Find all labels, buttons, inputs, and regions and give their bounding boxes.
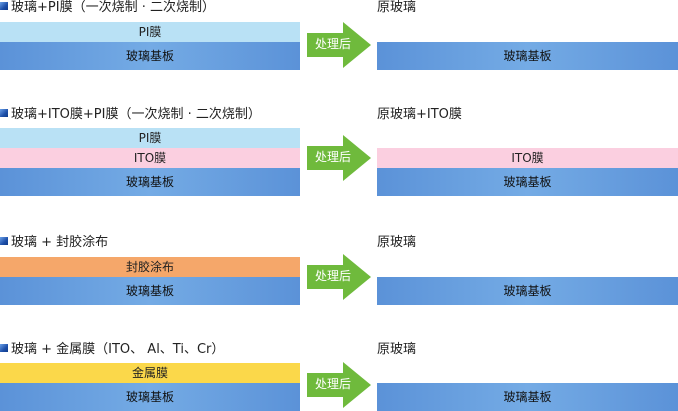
row1-process-arrow-label: 处理后	[314, 37, 351, 51]
row3-sealant-layer: 封胶涂布	[0, 257, 300, 277]
row1-process-arrow-icon: 处理后	[307, 22, 373, 68]
row1-pi-layer: PI膜	[0, 22, 300, 42]
row2-after-ito-layer: ITO膜	[377, 148, 678, 168]
row4-after-title: 原玻璃	[377, 342, 417, 357]
row2-after-glass-substrate: 玻璃基板	[377, 168, 678, 196]
row4-before-title-text: 玻璃 + 金属膜（ITO、 Al、Ti、Cr）	[11, 342, 225, 357]
row2-pi-layer: PI膜	[0, 128, 300, 148]
row1-before-title-text: 玻璃+PI膜（一次烧制 · 二次烧制）	[11, 0, 215, 15]
row2-process-arrow-icon: 处理后	[307, 135, 373, 181]
row2-before-title-text: 玻璃+ITO膜+PI膜（一次烧制 · 二次烧制）	[11, 107, 261, 122]
row2-after-title: 原玻璃+ITO膜	[377, 107, 462, 122]
row1-after-title: 原玻璃	[377, 0, 417, 15]
row2-ito-layer: ITO膜	[0, 148, 300, 168]
row4-after-glass-substrate: 玻璃基板	[377, 383, 678, 411]
bullet-icon	[0, 344, 8, 352]
row4-process-arrow-icon: 处理后	[307, 362, 373, 408]
row3-after-title: 原玻璃	[377, 235, 417, 250]
bullet-icon	[0, 237, 8, 245]
row3-process-arrow-icon: 处理后	[307, 254, 373, 300]
row4-before-title: 玻璃 + 金属膜（ITO、 Al、Ti、Cr）	[0, 342, 224, 358]
row4-process-arrow-label: 处理后	[314, 377, 351, 391]
row1-before-title: 玻璃+PI膜（一次烧制 · 二次烧制）	[0, 0, 215, 16]
row2-glass-substrate: 玻璃基板	[0, 168, 300, 196]
row3-glass-substrate: 玻璃基板	[0, 277, 300, 305]
row3-before-title: 玻璃 + 封胶涂布	[0, 235, 108, 251]
row4-metal-film-layer: 金属膜	[0, 363, 300, 383]
row2-before-title: 玻璃+ITO膜+PI膜（一次烧制 · 二次烧制）	[0, 107, 261, 123]
bullet-icon	[0, 109, 8, 117]
row2-process-arrow-label: 处理后	[314, 150, 351, 164]
row1-glass-substrate: 玻璃基板	[0, 42, 300, 70]
row3-before-title-text: 玻璃 + 封胶涂布	[11, 235, 109, 250]
row1-after-glass-substrate: 玻璃基板	[377, 42, 678, 70]
bullet-icon	[0, 2, 8, 10]
row3-process-arrow-label: 处理后	[314, 269, 351, 283]
row3-after-glass-substrate: 玻璃基板	[377, 277, 678, 305]
row4-glass-substrate: 玻璃基板	[0, 383, 300, 411]
